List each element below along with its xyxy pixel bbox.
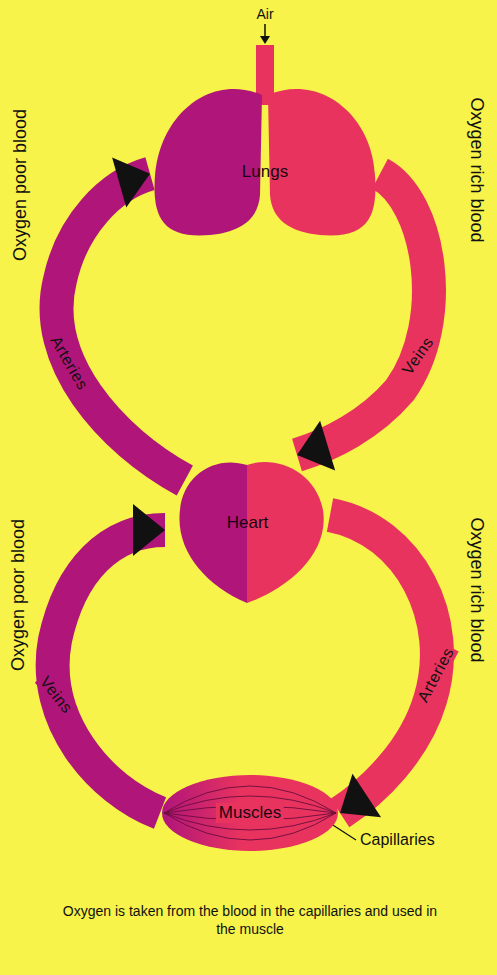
arrowhead — [112, 157, 150, 207]
side-label: Oxygen rich blood — [466, 97, 487, 242]
vessel-label: Arteries — [45, 332, 92, 396]
organ-node: Lungs — [150, 45, 380, 240]
organ-node: Muscles — [160, 772, 340, 854]
vessel-band — [53, 530, 165, 813]
organ-label: Muscles — [216, 803, 284, 823]
side-label: Oxygen rich blood — [466, 517, 487, 662]
air-label: Air — [256, 6, 273, 22]
organ-shape — [150, 45, 380, 240]
air-arrow — [264, 24, 266, 38]
heart-left — [179, 462, 247, 603]
side-label: Oxygen poor blood — [8, 519, 29, 671]
side-label: Oxygen poor blood — [10, 109, 31, 261]
heart-right — [247, 462, 324, 603]
organ-node: Heart — [165, 455, 330, 605]
arrowhead — [297, 421, 335, 471]
organ-label: Lungs — [242, 162, 288, 182]
blood-vessel — [53, 504, 165, 813]
vessel-band — [330, 515, 437, 813]
blood-vessel — [330, 515, 437, 817]
arrowhead — [340, 774, 381, 817]
vessel-label: Arteries — [413, 643, 459, 707]
vessel-label: Veins — [397, 332, 438, 380]
callout-label: Capillaries — [360, 831, 435, 849]
muscle-body — [162, 775, 338, 851]
air-arrowhead — [260, 36, 270, 44]
organ-label: Heart — [227, 513, 269, 533]
arrowhead — [133, 504, 165, 556]
caption: Oxygen is taken from the blood in the ca… — [55, 902, 445, 938]
vessel-label: Veins — [35, 672, 77, 719]
